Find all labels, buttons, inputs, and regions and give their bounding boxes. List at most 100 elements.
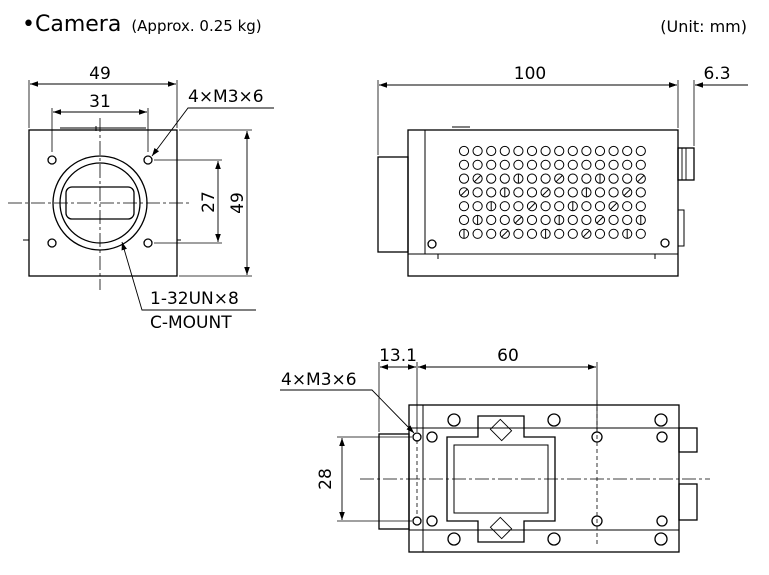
vent-hole	[540, 214, 551, 226]
vent-hole	[608, 159, 619, 170]
vent-hole	[554, 145, 565, 157]
vent-hole	[554, 173, 565, 184]
vent-hole-mark	[555, 175, 563, 183]
vent-hole	[581, 159, 592, 170]
side-vent-grid	[458, 145, 646, 239]
vent-hole	[540, 173, 551, 184]
vent-hole-mark	[474, 175, 482, 183]
vent-hole	[581, 228, 592, 239]
vent-hole	[540, 145, 551, 157]
vent-hole	[540, 201, 551, 212]
vent-hole	[567, 173, 578, 184]
vent-hole	[554, 201, 565, 212]
vent-hole	[622, 145, 633, 157]
bottom-hole	[654, 532, 668, 546]
vent-hole	[472, 187, 483, 198]
vent-hole	[458, 159, 470, 170]
side-screw-right	[660, 238, 670, 248]
vent-hole	[472, 159, 483, 170]
label-height-49: 49	[228, 192, 248, 214]
label-bottom-hole-callout: 4×M3×6	[281, 370, 357, 390]
vent-hole	[567, 187, 578, 198]
bottom-lens-mount	[378, 433, 410, 530]
bottom-screw	[656, 431, 668, 443]
bottom-hole	[547, 532, 561, 546]
vent-hole-mark	[528, 202, 536, 210]
vent-hole	[608, 201, 619, 212]
bottom-connector-top	[678, 427, 698, 453]
title-text: •Camera	[22, 12, 122, 37]
label-hole-spacing-31: 31	[89, 92, 111, 112]
front-hole-bl	[47, 238, 57, 248]
vent-hole-mark	[623, 188, 631, 196]
vent-hole	[458, 173, 470, 184]
vent-hole	[635, 159, 646, 170]
vent-hole	[526, 201, 538, 212]
vent-hole	[608, 173, 619, 184]
vent-hole	[622, 214, 633, 226]
vent-hole	[594, 201, 606, 212]
side-screw-left	[427, 239, 437, 249]
label-vertical-27: 27	[199, 191, 219, 213]
front-hole-tr	[143, 155, 153, 165]
bottom-m3-hole	[412, 516, 422, 526]
side-view-labels: 100 6.3	[514, 64, 731, 84]
vent-hole	[486, 214, 497, 226]
label-mount-type: C-MOUNT	[150, 313, 232, 333]
vent-hole	[635, 145, 646, 157]
vent-hole	[458, 214, 470, 226]
vent-hole	[486, 173, 497, 184]
vent-hole	[608, 228, 619, 239]
bottom-connector-bottom	[678, 483, 698, 521]
label-hole-spacing-60: 60	[497, 346, 519, 366]
label-front-hole-callout: 4×M3×6	[188, 87, 264, 107]
vent-hole	[458, 187, 470, 198]
leader-front-holes	[151, 107, 274, 157]
bottom-hole	[447, 413, 461, 427]
vent-hole-mark	[637, 175, 645, 183]
front-view	[8, 80, 274, 311]
vent-hole	[526, 159, 538, 170]
plate-screw-top	[489, 418, 513, 442]
vent-hole	[594, 145, 606, 157]
vent-hole	[540, 187, 551, 198]
vent-hole	[594, 187, 606, 198]
vent-hole	[567, 214, 578, 226]
bottom-view	[280, 362, 710, 553]
vent-hole-mark	[596, 216, 604, 224]
vent-hole	[567, 228, 578, 239]
vent-hole	[622, 173, 633, 184]
bottom-hole	[547, 413, 561, 427]
vent-hole	[554, 159, 565, 170]
page-title: •Camera(Approx. 0.25 kg)	[22, 12, 262, 37]
vent-hole	[513, 187, 524, 198]
vent-hole	[526, 214, 538, 226]
vent-hole	[486, 228, 497, 239]
vent-hole	[472, 145, 483, 157]
vent-hole	[499, 228, 510, 239]
vent-hole	[594, 214, 606, 226]
vent-hole	[567, 159, 578, 170]
bottom-hole	[447, 532, 461, 546]
vent-hole	[554, 228, 565, 239]
vent-hole	[513, 201, 524, 212]
side-rear-tab	[677, 209, 685, 247]
vent-hole	[472, 173, 483, 184]
vent-hole	[526, 173, 538, 184]
vent-hole	[635, 201, 646, 212]
bottom-mounting-plate	[446, 415, 556, 543]
label-length-100: 100	[514, 64, 546, 84]
label-connector-6-3: 6.3	[703, 64, 730, 84]
vent-hole	[581, 214, 592, 226]
vent-hole	[635, 228, 646, 239]
vent-hole	[581, 145, 592, 157]
vent-hole	[513, 159, 524, 170]
vent-hole	[608, 214, 619, 226]
vent-hole	[499, 173, 510, 184]
vent-hole	[499, 201, 510, 212]
vent-hole	[472, 201, 483, 212]
vent-hole	[486, 159, 497, 170]
front-hole-br	[143, 238, 153, 248]
vent-hole	[567, 145, 578, 157]
